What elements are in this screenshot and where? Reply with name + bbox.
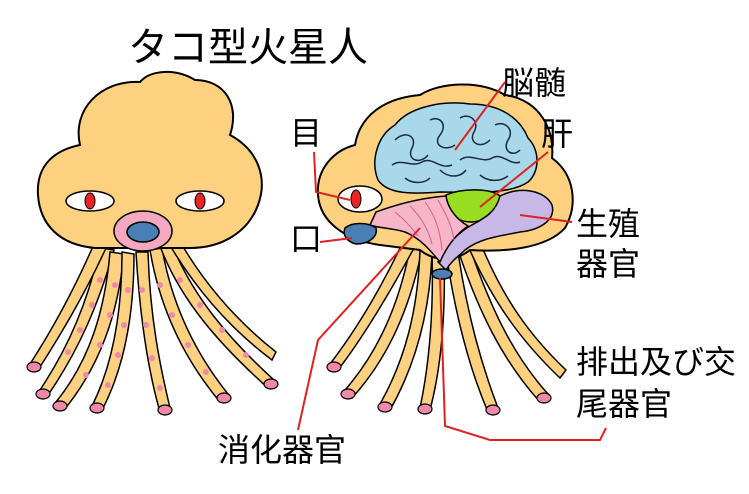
- cross-section: [316, 83, 574, 416]
- exterior-tentacle-tips: [26, 361, 279, 416]
- leader-liver: [479, 151, 549, 208]
- section-tentacles: [328, 241, 568, 413]
- exterior-eye-left: [65, 190, 115, 212]
- exterior-eye-right: [175, 190, 225, 212]
- label-mouth: 口: [290, 220, 323, 258]
- leader-mouth: [319, 237, 353, 243]
- leader-repro: [519, 214, 573, 223]
- reproductive-organ: [437, 189, 554, 272]
- digestive-striations: [394, 199, 455, 251]
- section-eye: [337, 185, 383, 213]
- exterior-octopus: [26, 70, 279, 416]
- diagram-title: タコ型火星人: [128, 25, 368, 71]
- leader-digestive: [297, 227, 421, 431]
- label-excretory: 排出及び交尾器官: [576, 343, 737, 423]
- label-eye: 目: [290, 114, 323, 152]
- leader-lines: [297, 81, 607, 441]
- label-reproductive: 生殖器官: [576, 205, 641, 283]
- exterior-spots: [65, 277, 249, 391]
- excretory-opening: [431, 268, 453, 280]
- section-tentacle-tips: [326, 361, 552, 416]
- leader-brain: [454, 81, 506, 151]
- label-liver: 肝: [541, 115, 574, 153]
- label-digestive: 消化器官: [218, 431, 347, 469]
- leader-eye: [313, 151, 351, 201]
- label-brain: 脳髄: [502, 64, 567, 102]
- exterior-mouth: [113, 210, 173, 252]
- leader-excretory: [439, 277, 607, 441]
- brain-folds: [391, 115, 521, 184]
- exterior-tentacles: [28, 237, 277, 414]
